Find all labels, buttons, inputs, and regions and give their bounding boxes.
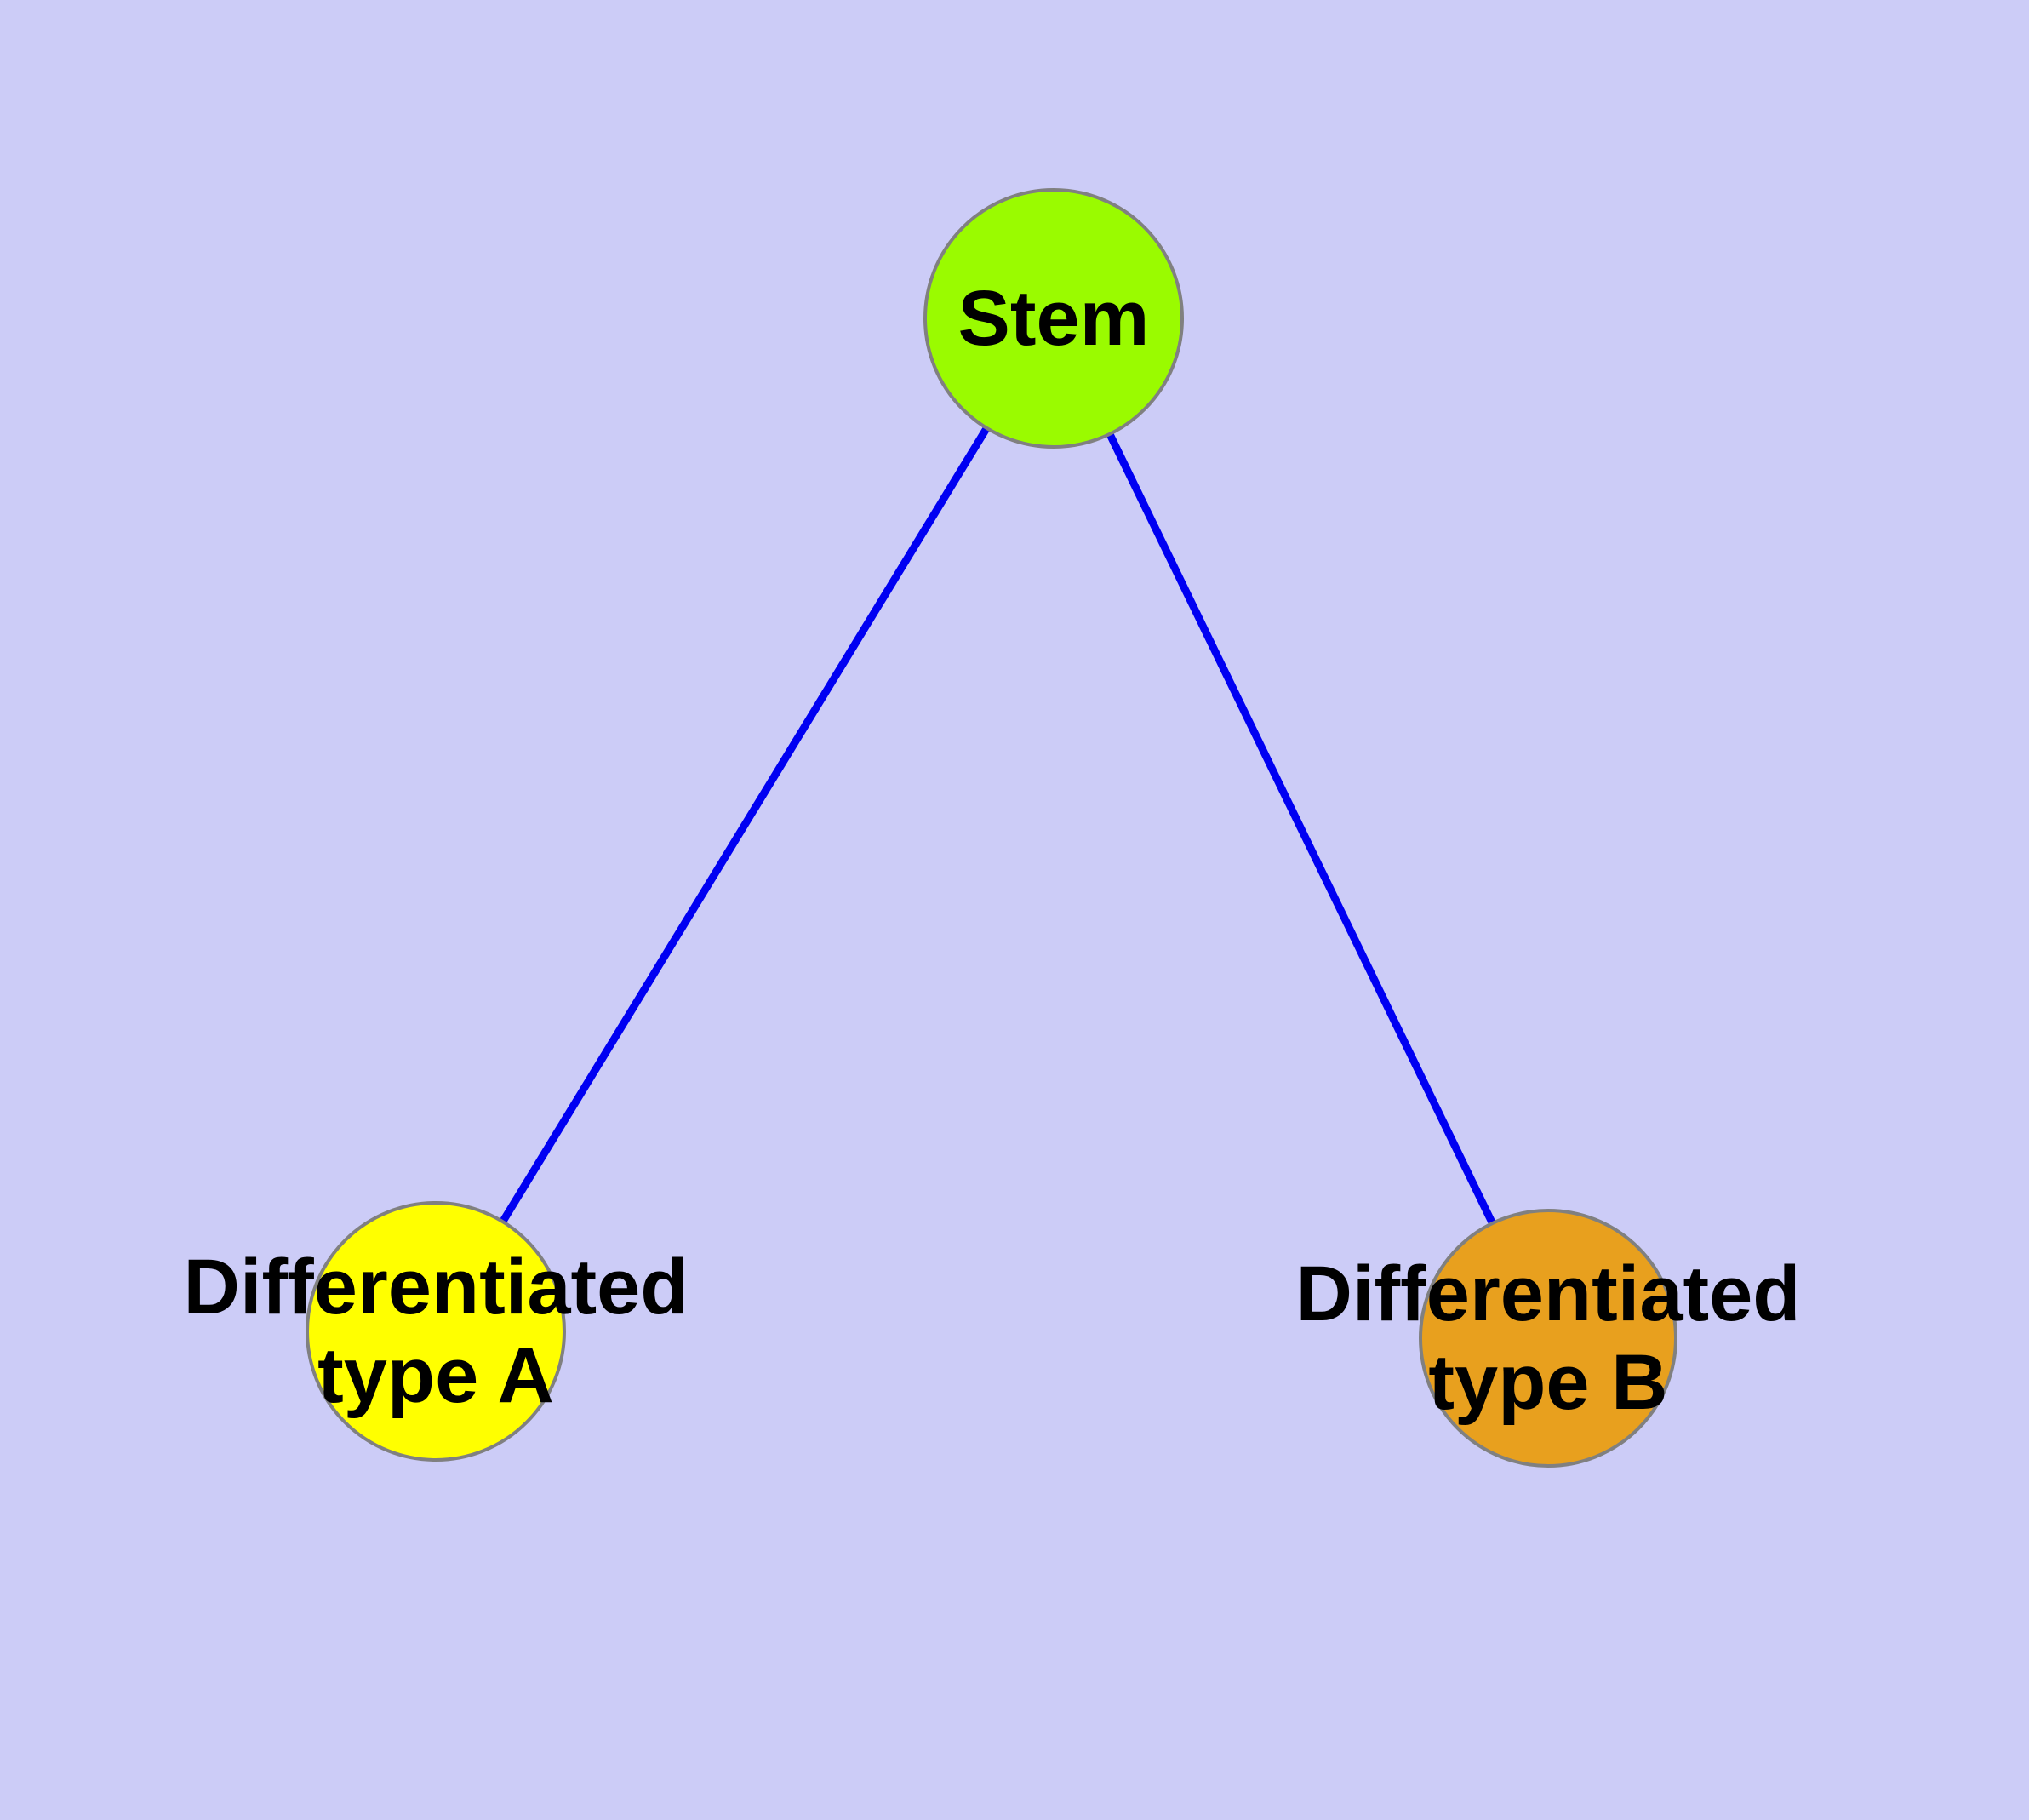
node-stem-circle xyxy=(923,188,1184,449)
node-type-b-label-line2: type B xyxy=(1428,1339,1667,1426)
node-type-b-label-line1: Differentiated xyxy=(1296,1251,1801,1337)
node-type-b-circle xyxy=(1419,1209,1677,1468)
edge-stem-to-type-b xyxy=(1049,317,1552,1340)
edge-stem-to-type-a xyxy=(432,316,1057,1334)
node-type-a-label-line1: Differentiated xyxy=(184,1244,689,1331)
node-stem-label: Stem xyxy=(958,275,1150,362)
node-type-a-circle xyxy=(306,1201,566,1462)
node-type-a-label-line2: type A xyxy=(317,1332,554,1419)
